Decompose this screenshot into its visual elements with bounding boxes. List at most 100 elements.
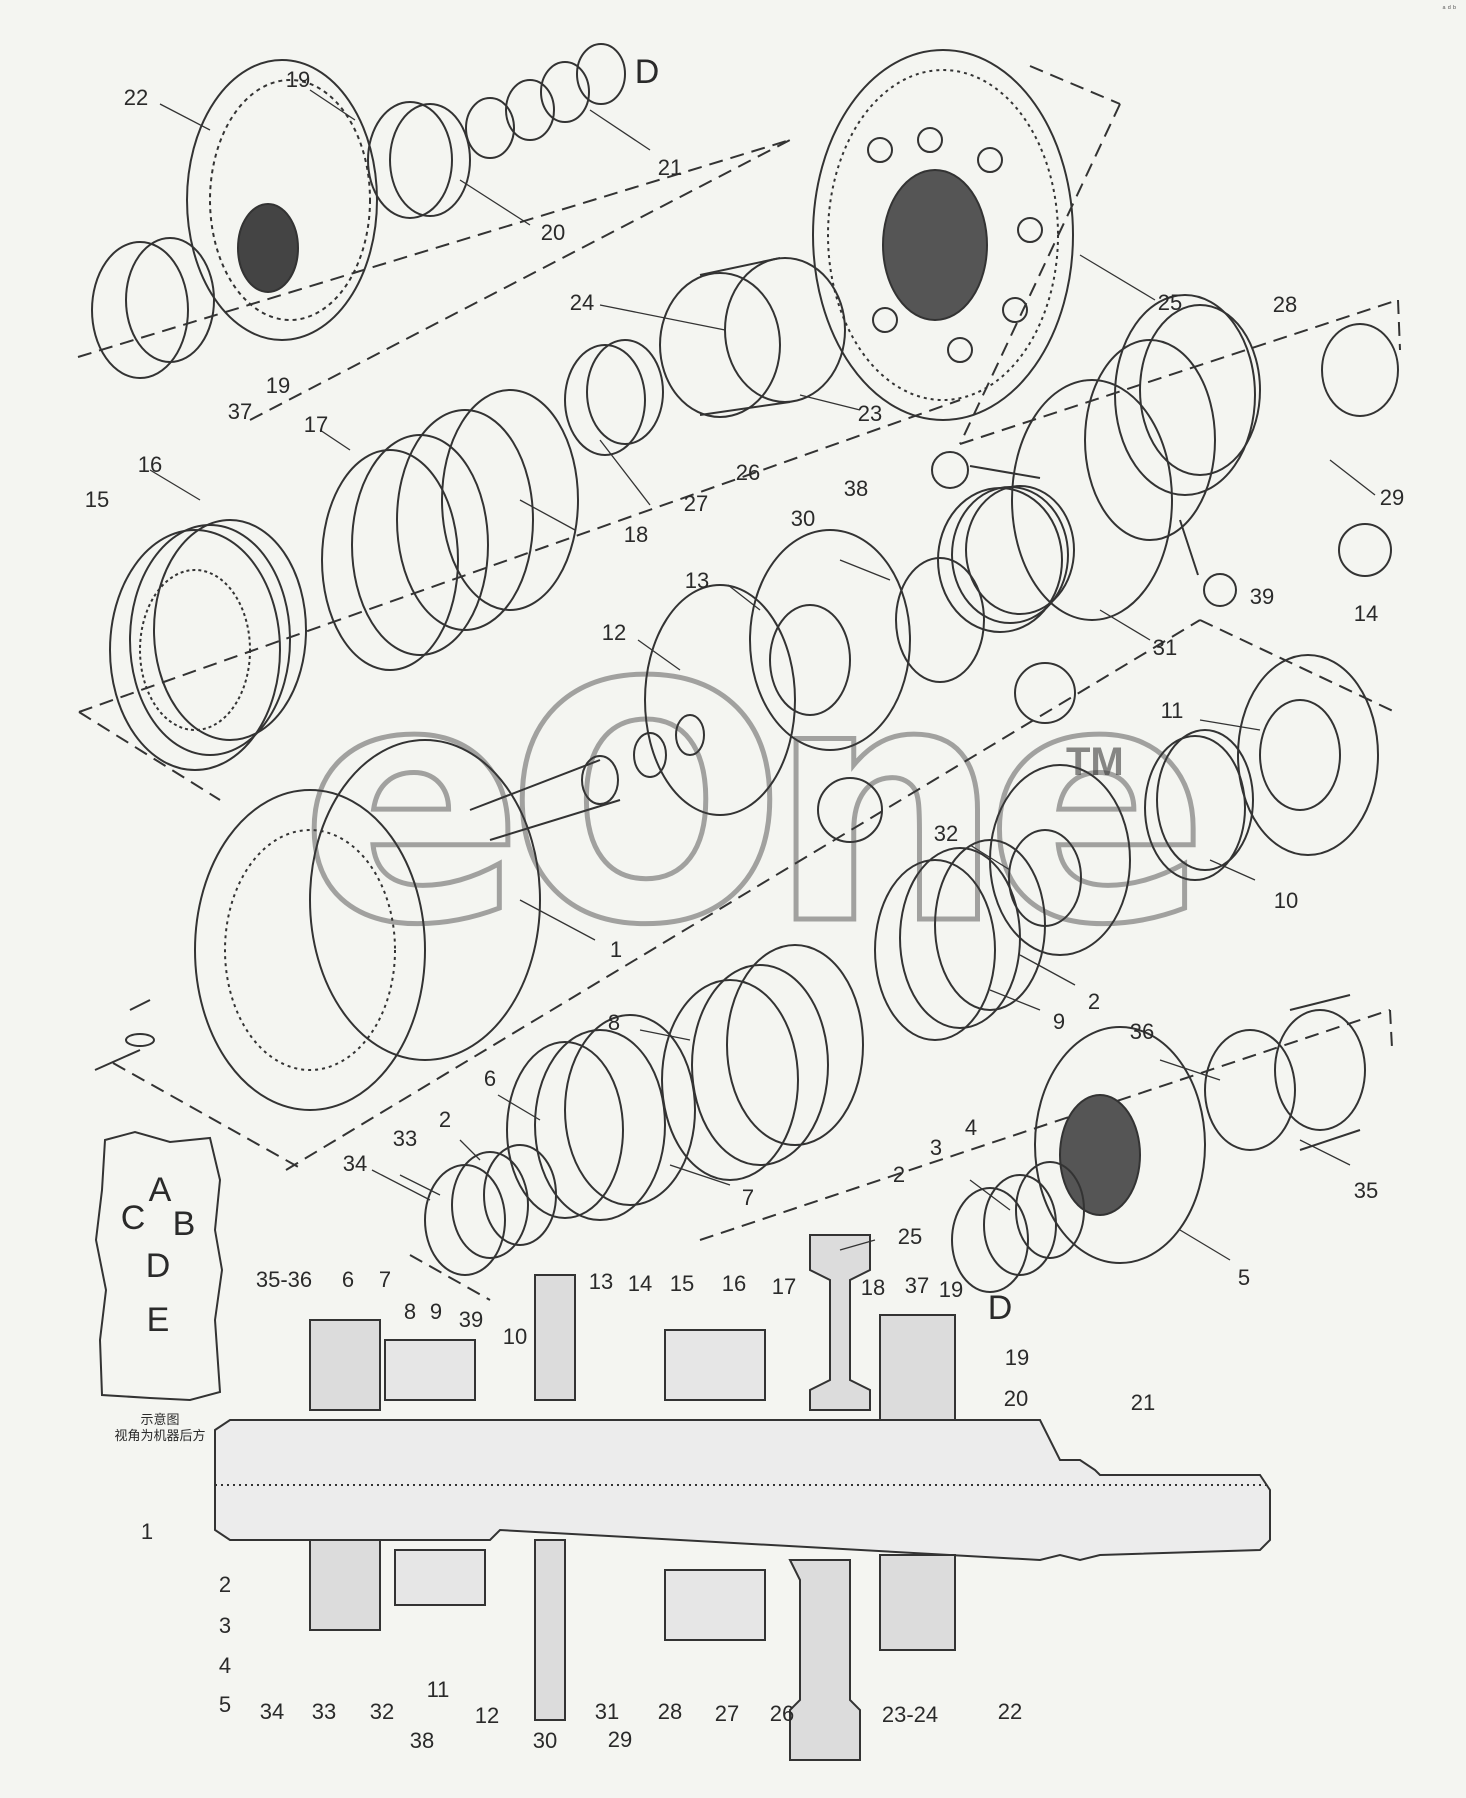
section-callout-20: 20 — [1003, 1386, 1029, 1411]
section-callout-19b: 19 — [1004, 1345, 1030, 1370]
section-callout-14: 14 — [627, 1271, 653, 1296]
piston-13-ring-12-30 — [644, 529, 1076, 843]
leader-lines — [149, 89, 1376, 1261]
trademark-symbol: TM — [1066, 740, 1124, 784]
section-callout-7: 7 — [378, 1267, 392, 1292]
callout-25b: 25 — [897, 1224, 923, 1249]
callout-1: 1 — [609, 937, 623, 962]
hub-35-36 — [1204, 994, 1366, 1151]
callout-35: 35 — [1353, 1178, 1379, 1203]
section-callout-39: 39 — [458, 1307, 484, 1332]
callout-19b: 19 — [265, 373, 291, 398]
callout-34: 34 — [342, 1151, 368, 1176]
callout-31: 31 — [1152, 635, 1178, 660]
section-callout-32: 32 — [369, 1699, 395, 1724]
callout-32: 32 — [933, 821, 959, 846]
callout-18: 18 — [623, 522, 649, 547]
locator-note: 示意图 视角为机器后方 — [114, 1412, 205, 1444]
gear-22 — [186, 59, 378, 341]
thrust-rings-19-37 — [91, 101, 471, 379]
locator-letter-c: C — [120, 1199, 146, 1237]
locator-letter-b: B — [172, 1205, 196, 1243]
locator-letter-d: D — [145, 1247, 171, 1285]
callout-16: 16 — [137, 452, 163, 477]
section-callout-26: 26 — [769, 1701, 795, 1726]
callout-5: 5 — [1237, 1265, 1251, 1290]
section-callout-17: 17 — [771, 1274, 797, 1299]
section-callout-27: 27 — [714, 1701, 740, 1726]
section-callout-21: 21 — [1130, 1390, 1156, 1415]
callout-11: 11 — [1160, 698, 1184, 723]
section-callout-23-24: 23-24 — [881, 1702, 939, 1727]
cross-section — [214, 1234, 1271, 1761]
section-callout-34: 34 — [259, 1699, 285, 1724]
locator-letter-e: E — [146, 1301, 170, 1339]
callout-27: 27 — [683, 491, 709, 516]
callout-2c: 2 — [892, 1162, 906, 1187]
locator-outline — [94, 1130, 224, 1402]
callout-23: 23 — [857, 401, 883, 426]
hub-23-24 — [659, 257, 846, 418]
callout-2: 2 — [1087, 989, 1101, 1014]
callout-28: 28 — [1272, 292, 1298, 317]
callout-14: 14 — [1353, 601, 1379, 626]
callout-2b: 2 — [438, 1107, 452, 1132]
callout-8: 8 — [607, 1010, 621, 1035]
callout-29: 29 — [1379, 485, 1405, 510]
gear-25 — [812, 49, 1074, 421]
plates-28-29-14 — [931, 294, 1399, 621]
section-callout-12: 12 — [474, 1703, 500, 1728]
corner-mark: ᵃ ᵈ ᵇ — [1442, 4, 1456, 13]
callout-26: 26 — [735, 460, 761, 485]
callout-38: 38 — [843, 476, 869, 501]
locator-letter-a: A — [148, 1171, 172, 1209]
rings-26-27 — [564, 339, 664, 456]
section-callout-11: 11 — [426, 1677, 450, 1702]
seal-rings-21 — [465, 43, 626, 159]
section-callout-4: 4 — [218, 1653, 232, 1678]
discs-15-16 — [109, 519, 307, 771]
locator-note-line1: 示意图 — [140, 1412, 180, 1427]
section-callout-29: 29 — [607, 1727, 633, 1752]
section-callout-37: 37 — [904, 1273, 930, 1298]
locator-note-line2: 视角为机器后方 — [114, 1428, 206, 1443]
section-callout-31: 31 — [594, 1699, 620, 1724]
callout-13: 13 — [684, 568, 710, 593]
callout-22: 22 — [123, 85, 149, 110]
callout-17: 17 — [303, 412, 329, 437]
callout-12: 12 — [601, 620, 627, 645]
group-label-d-bottom: D — [987, 1289, 1013, 1327]
callout-39: 39 — [1249, 584, 1275, 609]
watermark: eOne — [297, 613, 1211, 997]
callout-33: 33 — [392, 1126, 418, 1151]
callout-21: 21 — [657, 155, 683, 180]
callout-25: 25 — [1157, 290, 1183, 315]
section-callout-19: 19 — [938, 1277, 964, 1302]
carrier-1 — [94, 714, 705, 1111]
section-callout-3: 3 — [218, 1613, 232, 1638]
section-callout-10: 10 — [502, 1324, 528, 1349]
section-callout-30: 30 — [532, 1728, 558, 1753]
section-callout-15: 15 — [669, 1271, 695, 1296]
group-label-d-top: D — [634, 53, 660, 91]
callout-9: 9 — [1052, 1009, 1066, 1034]
callout-19: 19 — [285, 67, 311, 92]
callout-6: 6 — [483, 1066, 497, 1091]
section-callout-13: 13 — [588, 1269, 614, 1294]
callout-10: 10 — [1273, 888, 1299, 913]
section-callout-22: 22 — [997, 1699, 1023, 1724]
callout-20: 20 — [540, 220, 566, 245]
section-callout-16: 16 — [721, 1271, 747, 1296]
callout-36: 36 — [1129, 1019, 1155, 1044]
callout-24: 24 — [569, 290, 595, 315]
group-boundaries — [77, 65, 1401, 1301]
callout-7: 7 — [741, 1185, 755, 1210]
callout-15: 15 — [84, 487, 110, 512]
section-callout-38: 38 — [409, 1728, 435, 1753]
section-callout-33: 33 — [311, 1699, 337, 1724]
section-callout-1: 1 — [140, 1519, 154, 1544]
section-callout-35-36: 35-36 — [255, 1267, 313, 1292]
rings-2-3-4 — [951, 1161, 1085, 1293]
